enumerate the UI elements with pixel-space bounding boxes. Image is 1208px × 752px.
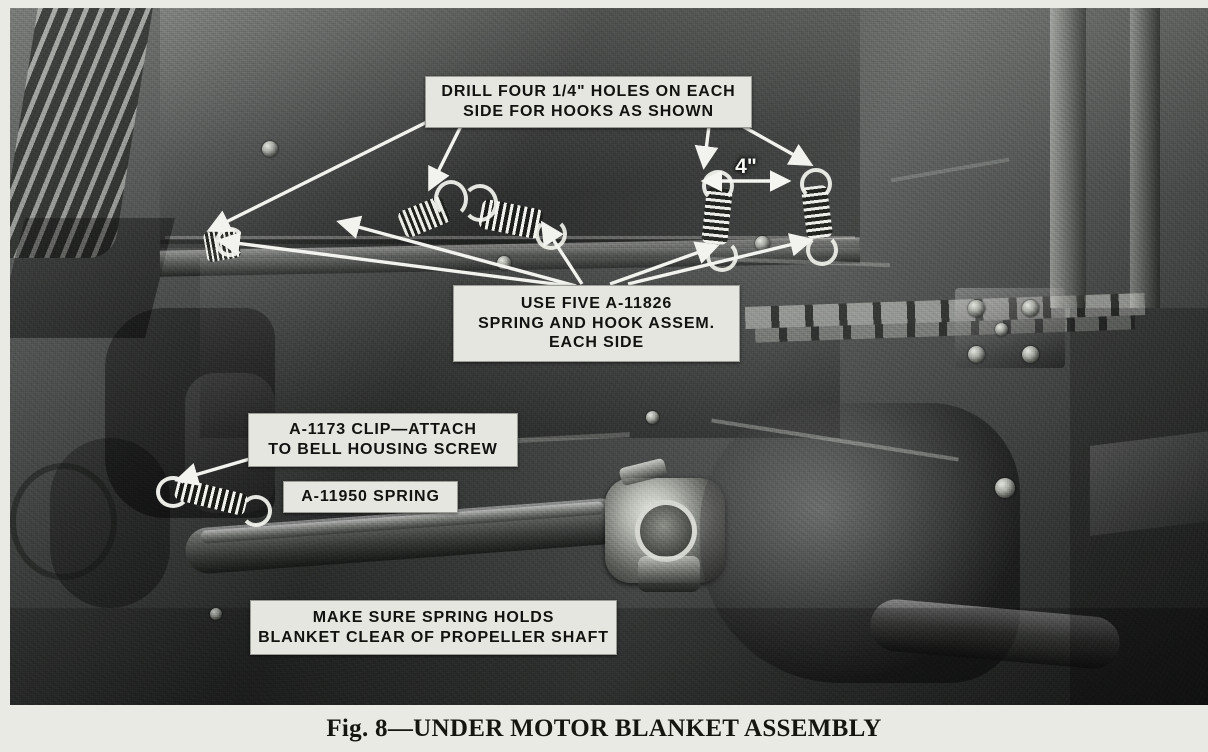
- shackle-bolt-bottom-right: [1022, 346, 1039, 363]
- callout-spring-hook-assem[interactable]: USE FIVE A-11826 SPRING AND HOOK ASSEM. …: [453, 285, 740, 362]
- callout-spring-hook-assem-line-1: USE FIVE A-11826: [520, 295, 673, 313]
- vehicle-underbody-photo: 4" DRILL FOUR 1/4" HOLES ON EACH SIDE FO…: [10, 8, 1208, 705]
- rear-well-shadow: [1070, 308, 1208, 705]
- a11950-spring-eye: [240, 495, 272, 527]
- universal-joint-yoke: [638, 556, 700, 592]
- rear-frame-vertical: [1050, 8, 1086, 308]
- axle-bolt: [995, 478, 1015, 498]
- shackle-bolt-top-left: [968, 300, 985, 317]
- a1173-clip-part: [156, 476, 190, 508]
- callout-clip-bell-housing-line-1: A-1173 CLIP—ATTACH: [289, 421, 477, 439]
- differential-bolt: [646, 411, 659, 424]
- rear-frame-vertical-outer: [1130, 8, 1160, 308]
- callout-a11950-spring-line-1: A-11950 SPRING: [301, 488, 440, 506]
- dimension-arrow-4in: [700, 170, 792, 192]
- callout-a11950-spring[interactable]: A-11950 SPRING: [283, 481, 458, 513]
- callout-spring-hook-assem-line-3: EACH SIDE: [548, 334, 645, 352]
- callout-drill-holes[interactable]: DRILL FOUR 1/4" HOLES ON EACH SIDE FOR H…: [425, 76, 752, 128]
- callout-blanket-clearance[interactable]: MAKE SURE SPRING HOLDS BLANKET CLEAR OF …: [250, 600, 617, 655]
- shackle-center-pin: [995, 323, 1008, 336]
- shackle-bolt-top-right: [1022, 300, 1039, 317]
- callout-spring-hook-assem-line-2: SPRING AND HOOK ASSEM.: [478, 314, 715, 332]
- figure-caption: Fig. 8—UNDER MOTOR BLANKET ASSEMBLY: [326, 715, 882, 742]
- callout-drill-holes-line-1: DRILL FOUR 1/4" HOLES ON EACH: [441, 83, 736, 101]
- photograph-frame: 4" DRILL FOUR 1/4" HOLES ON EACH SIDE FO…: [10, 8, 1208, 705]
- callout-blanket-clearance-line-1: MAKE SURE SPRING HOLDS: [312, 608, 555, 626]
- callout-clip-bell-housing[interactable]: A-1173 CLIP—ATTACH TO BELL HOUSING SCREW: [248, 413, 518, 467]
- callout-blanket-clearance-line-2: BLANKET CLEAR OF PROPELLER SHAFT: [258, 628, 609, 646]
- dimension-label-4in: 4": [735, 155, 757, 178]
- callout-drill-holes-line-2: SIDE FOR HOOKS AS SHOWN: [463, 103, 714, 120]
- pan-bolt-left: [210, 608, 222, 620]
- hook-3: [462, 184, 498, 222]
- figure-caption-bar: Fig. 8—UNDER MOTOR BLANKET ASSEMBLY: [0, 706, 1208, 752]
- hook-5: [800, 168, 832, 200]
- shackle-bolt-bottom-left: [968, 346, 985, 363]
- clutch-housing-ring: [10, 463, 117, 580]
- callout-clip-bell-housing-line-2: TO BELL HOUSING SCREW: [268, 441, 498, 458]
